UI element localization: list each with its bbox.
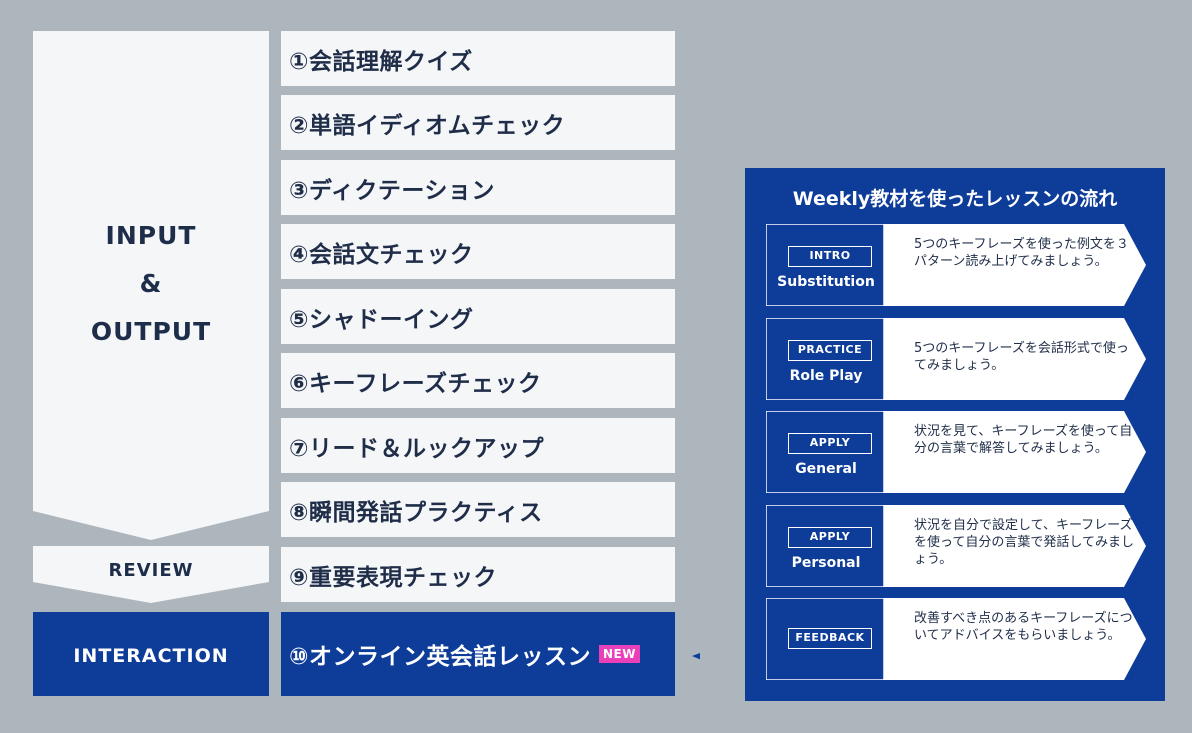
output-label: OUTPUT (90, 317, 212, 346)
lesson-tag: PRACTICE (788, 340, 872, 361)
step-label: ⑨重要表現チェック (289, 564, 497, 591)
step-4: ④会話文チェック (281, 224, 675, 279)
input-label: INPUT (105, 221, 197, 250)
interaction-block (33, 612, 269, 696)
step-2: ②単語イディオムチェック (281, 95, 675, 150)
lesson-row-feedback: FEEDBACK 改善すべき点のあるキーフレーズについてアドバイスをもらいましょ… (766, 598, 1146, 680)
step-1: ①会話理解クイズ (281, 31, 675, 86)
step-6: ⑥キーフレーズチェック (281, 353, 675, 408)
lesson-label: Substitution (777, 274, 875, 290)
lesson-row-shape (766, 598, 1146, 680)
review-arrow (33, 546, 269, 603)
step-8: ⑧瞬間発話プラクティス (281, 482, 675, 537)
input-output-arrow (33, 31, 269, 540)
lesson-label: General (795, 461, 857, 477)
lesson-desc: 状況を自分で設定して、キーフレーズを使って自分の言葉で発話してみましょう。 (914, 518, 1134, 567)
step-label: ⑦リード＆ルックアップ (289, 435, 544, 462)
interaction-label: INTERACTION (73, 645, 229, 667)
lesson-desc: 5つのキーフレーズを使った例文を３パターン読み上げてみましょう。 (914, 237, 1129, 269)
step-label: ⑧瞬間発話プラクティス (289, 499, 543, 526)
step-3: ③ディクテーション (281, 160, 675, 215)
step-label: ④会話文チェック (289, 241, 474, 268)
step-7: ⑦リード＆ルックアップ (281, 418, 675, 473)
lesson-row-shape (766, 224, 1146, 306)
step-label: ⑩オンライン英会話レッスン (289, 644, 591, 670)
step-label: ⑤シャドーイング (289, 306, 474, 333)
step-9: ⑨重要表現チェック (281, 547, 675, 602)
step-5: ⑤シャドーイング (281, 289, 675, 344)
lesson-row-shape (766, 411, 1146, 493)
lesson-tag: INTRO (788, 246, 872, 267)
stage-arrows (33, 31, 700, 696)
lesson-row-practice: PRACTICE Role Play 5つのキーフレーズを会話形式で使ってみまし… (766, 318, 1146, 400)
lesson-label: Personal (791, 555, 861, 571)
lesson-desc: 改善すべき点のあるキーフレーズについてアドバイスをもらいましょう。 (914, 611, 1133, 643)
callout-pointer (692, 652, 700, 660)
lesson-row-apply-general: APPLY General 状況を見て、キーフレーズを使って自分の言葉で解答して… (766, 411, 1146, 493)
lesson-tag: APPLY (788, 433, 872, 454)
lesson-row-shape (766, 318, 1146, 400)
lesson-desc: 5つのキーフレーズを会話形式で使ってみましょう。 (914, 341, 1129, 373)
new-badge: NEW (598, 645, 640, 663)
lesson-flow-title: Weekly教材を使ったレッスンの流れ (792, 188, 1118, 210)
ampersand-label: & (139, 269, 163, 298)
lesson-row-shape (766, 505, 1146, 587)
lesson-row-intro: INTRO Substitution 5つのキーフレーズを使った例文を３パターン… (766, 224, 1146, 306)
step-label: ③ディクテーション (289, 177, 495, 204)
step-label: ①会話理解クイズ (289, 48, 473, 75)
step-10: ⑩オンライン英会話レッスン NEW (281, 612, 675, 696)
lesson-tag: APPLY (788, 527, 872, 548)
lesson-row-apply-personal: APPLY Personal 状況を自分で設定して、キーフレーズを使って自分の言… (766, 505, 1146, 587)
input-output-label: INPUT & OUTPUT (33, 212, 269, 356)
step-label: ②単語イディオムチェック (289, 112, 566, 139)
lesson-tag: FEEDBACK (788, 628, 872, 649)
lesson-desc: 状況を見て、キーフレーズを使って自分の言葉で解答してみましょう。 (914, 424, 1133, 456)
lesson-label: Role Play (789, 368, 863, 384)
review-label: REVIEW (108, 560, 194, 581)
step-label: ⑥キーフレーズチェック (289, 370, 542, 397)
